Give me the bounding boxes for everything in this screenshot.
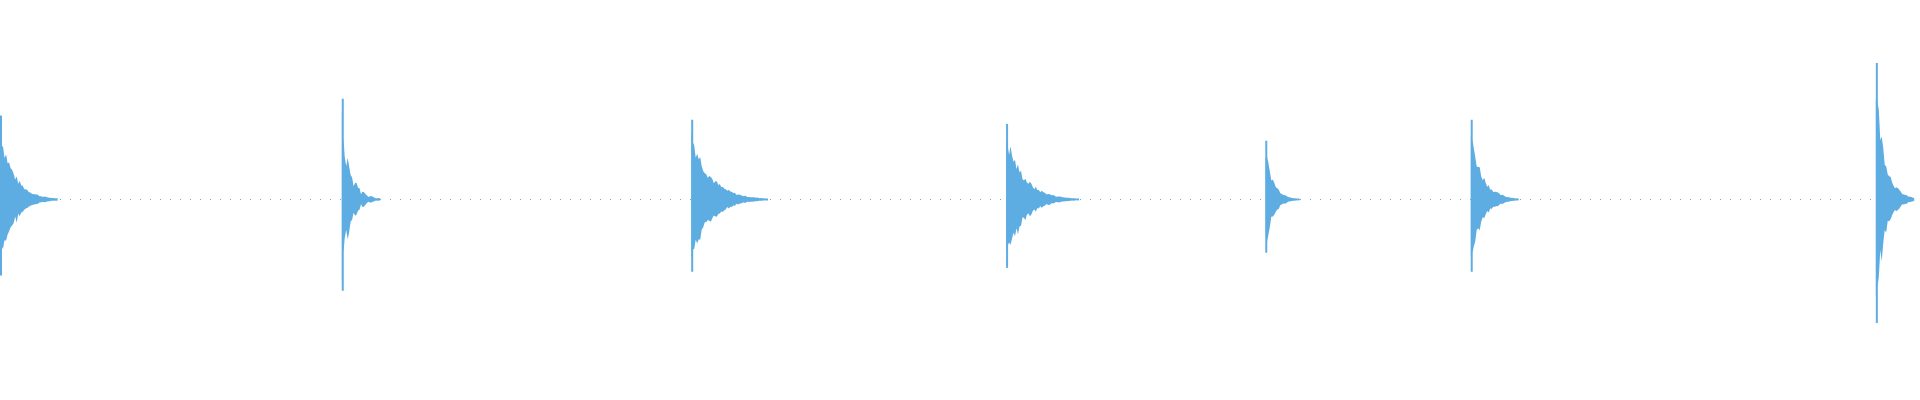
transient-3 (691, 132, 768, 258)
transients-layer (0, 63, 1915, 323)
transient-5 (1265, 155, 1300, 244)
transient-6 (1470, 135, 1519, 257)
transient-2 (341, 110, 381, 284)
transient-7 (1875, 99, 1915, 296)
transient-4 (1006, 140, 1079, 252)
transient-1 (0, 131, 58, 263)
